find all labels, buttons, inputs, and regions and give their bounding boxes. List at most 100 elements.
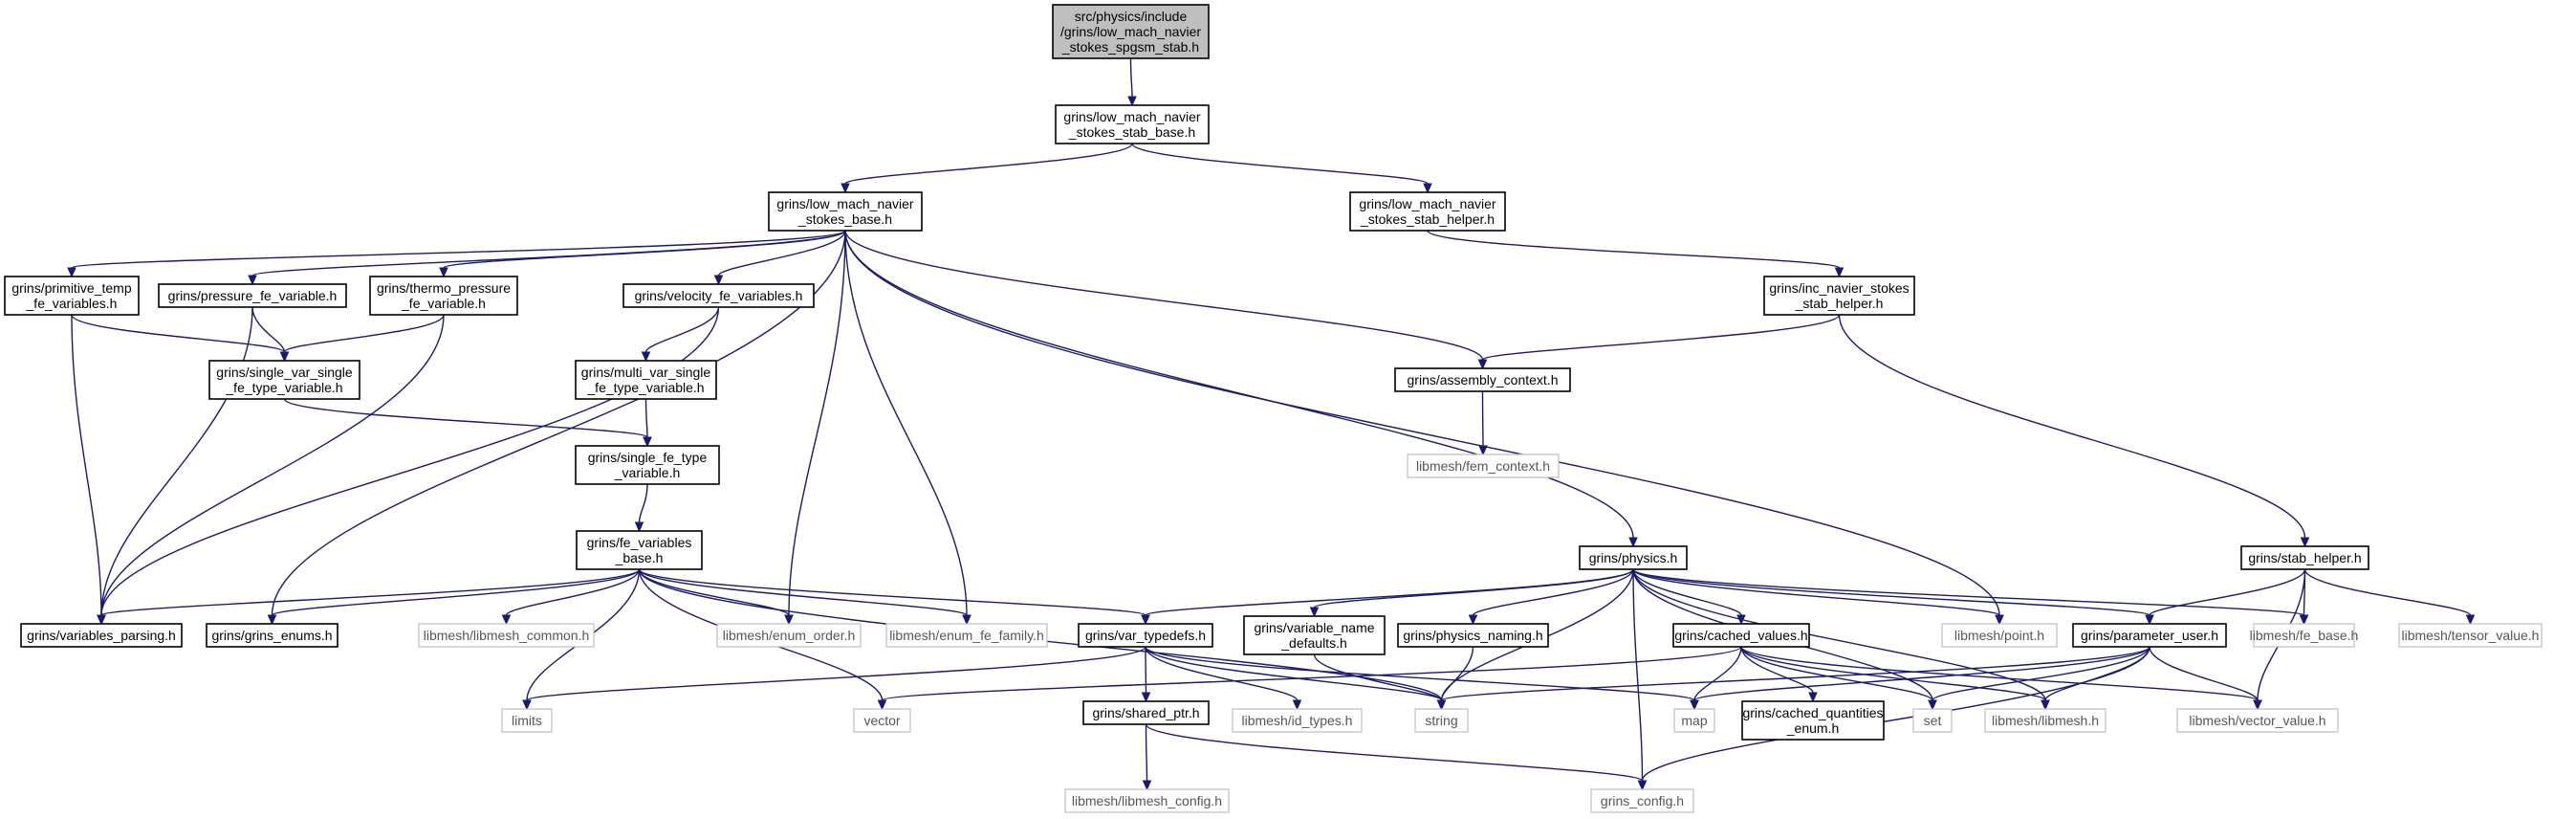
edge-line xyxy=(283,398,648,438)
node-cached_quantities[interactable]: grins/cached_quantities_enum.h xyxy=(1741,700,1885,741)
node-velocity[interactable]: grins/velocity_fe_variables.h xyxy=(622,283,815,308)
node-box xyxy=(501,708,553,733)
node-var_typedefs[interactable]: grins/var_typedefs.h xyxy=(1078,623,1213,648)
edge-line xyxy=(1313,568,1634,609)
edge-line xyxy=(788,230,846,616)
edge-line xyxy=(1693,646,2150,701)
node-point: libmesh/point.h xyxy=(1941,623,2058,648)
node-inc_helper[interactable]: grins/inc_navier_stokes_stab_helper.h xyxy=(1763,276,1915,316)
node-label-line: grins/velocity_fe_variables.h xyxy=(635,288,803,303)
arrowhead xyxy=(713,275,724,286)
node-label-line: grins/grins_enums.h xyxy=(211,628,332,643)
node-base[interactable]: grins/low_mach_navier_stokes_base.h xyxy=(768,191,923,232)
edge-line xyxy=(1632,568,1742,616)
node-stab_base[interactable]: grins/low_mach_navier_stokes_stab_base.h xyxy=(1055,104,1210,144)
arrowhead xyxy=(1309,607,1320,618)
edge-physics-to-point xyxy=(1632,568,2004,626)
node-label-line: _stokes_spgsm_stab.h xyxy=(1061,39,1199,55)
node-physics_naming[interactable]: grins/physics_naming.h xyxy=(1397,623,1549,648)
dependency-edges xyxy=(67,57,2476,791)
node-libmesh_config: libmesh/libmesh_config.h xyxy=(1064,788,1230,813)
arrowhead xyxy=(877,699,887,711)
edge-line xyxy=(844,143,1133,185)
node-param_user[interactable]: grins/parameter_user.h xyxy=(2072,623,2227,648)
node-cached_values[interactable]: grins/cached_values.h xyxy=(1672,623,1810,648)
node-box xyxy=(1397,623,1549,648)
node-single_var[interactable]: grins/single_var_single_fe_type_variable… xyxy=(208,360,360,400)
node-box xyxy=(2072,623,2227,648)
arrowhead xyxy=(634,521,644,533)
node-label-line: libmesh/id_types.h xyxy=(1242,713,1353,728)
node-box xyxy=(20,623,183,648)
node-box xyxy=(768,191,923,232)
edge-line xyxy=(1632,568,1644,782)
node-stab_helper_lm[interactable]: grins/low_mach_navier_stokes_stab_helper… xyxy=(1349,191,1506,232)
node-label-line: grins/parameter_user.h xyxy=(2081,628,2218,643)
node-label-line: libmesh/libmesh_common.h xyxy=(424,628,590,643)
node-box xyxy=(1232,708,1363,733)
node-label-line: grins/physics_naming.h xyxy=(1403,628,1542,643)
node-label-line: grins/low_mach_navier xyxy=(1359,196,1496,211)
node-map: map xyxy=(1673,708,1715,733)
node-pressure[interactable]: grins/pressure_fe_variable.h xyxy=(158,283,347,308)
edge-line xyxy=(1129,57,1133,98)
edge-line xyxy=(71,230,846,269)
node-label-line: limits xyxy=(512,713,542,728)
node-label-line: libmesh/enum_order.h xyxy=(723,628,856,643)
node-label-line: libmesh/fem_context.h xyxy=(1416,458,1550,474)
node-label-line: libmesh/enum_fe_family.h xyxy=(889,628,1044,643)
node-box xyxy=(2398,623,2543,648)
arrowhead xyxy=(267,614,277,626)
arrowhead xyxy=(1468,614,1478,626)
node-box xyxy=(885,623,1048,648)
edge-line xyxy=(1632,568,2305,616)
edge-line xyxy=(505,568,641,616)
edge-line xyxy=(644,306,720,353)
node-prim_temp[interactable]: grins/primitive_temp_fe_variables.h xyxy=(4,276,140,316)
node-fem_context: libmesh/fem_context.h xyxy=(1407,454,1560,478)
node-label-line: libmesh/tensor_value.h xyxy=(2402,628,2540,643)
edge-stab_helper_lm-to-inc_helper xyxy=(1427,230,1845,278)
node-stab_helper[interactable]: grins/stab_helper.h xyxy=(2240,545,2369,570)
node-root[interactable]: src/physics/include/grins/low_mach_navie… xyxy=(1052,4,1210,59)
node-label-line: grins/assembly_context.h xyxy=(1408,372,1559,387)
node-label-line: grins/cached_quantities xyxy=(1742,705,1883,720)
node-fe_vars_base[interactable]: grins/fe_variables_base.h xyxy=(576,530,703,570)
arrowhead xyxy=(2041,699,2050,711)
node-var_parsing[interactable]: grins/variables_parsing.h xyxy=(20,623,183,648)
edge-multi_var-to-single_fe xyxy=(643,398,652,448)
node-box xyxy=(716,623,862,648)
edge-param_user-to-vector_value xyxy=(2149,646,2262,711)
node-thermo[interactable]: grins/thermo_pressure_fe_variable.h xyxy=(369,276,518,316)
edge-stab_helper-to-param_user xyxy=(2145,568,2306,626)
edge-line xyxy=(1145,646,1695,701)
edge-line xyxy=(844,230,1634,539)
edge-inc_helper-to-stab_helper xyxy=(1838,314,2310,548)
node-label-line: _variable.h xyxy=(614,465,681,480)
node-assembly[interactable]: grins/assembly_context.h xyxy=(1394,367,1571,392)
arrowhead xyxy=(784,614,794,626)
edge-line xyxy=(1838,314,2306,539)
edge-fe_vars_base-to-enum_order xyxy=(638,568,794,626)
edge-physics-to-fe_base xyxy=(1632,568,2309,626)
node-label-line: _base.h xyxy=(615,550,664,565)
node-limits: limits xyxy=(501,708,553,733)
arrowhead xyxy=(439,267,448,278)
arrowhead xyxy=(2300,537,2310,548)
arrowhead xyxy=(2145,614,2154,626)
node-physics[interactable]: grins/physics.h xyxy=(1579,545,1688,570)
edge-line xyxy=(1131,143,1429,185)
edge-line xyxy=(844,230,2000,616)
arrowhead xyxy=(641,351,651,363)
arrowhead xyxy=(1478,445,1488,456)
node-var_name_defaults[interactable]: grins/variable_name_defaults.h xyxy=(1243,615,1386,655)
edge-assembly-to-fem_context xyxy=(1478,390,1488,456)
edge-var_typedefs-to-id_types xyxy=(1145,646,1302,711)
node-grins_enums[interactable]: grins/grins_enums.h xyxy=(206,623,338,648)
node-shared_ptr[interactable]: grins/shared_ptr.h xyxy=(1082,700,1210,725)
edge-line xyxy=(283,314,445,353)
node-single_fe[interactable]: grins/single_fe_type_variable.h xyxy=(575,445,720,485)
node-box xyxy=(576,530,703,570)
node-box xyxy=(622,283,815,308)
node-multi_var[interactable]: grins/multi_var_single_fe_type_variable.… xyxy=(575,360,717,400)
